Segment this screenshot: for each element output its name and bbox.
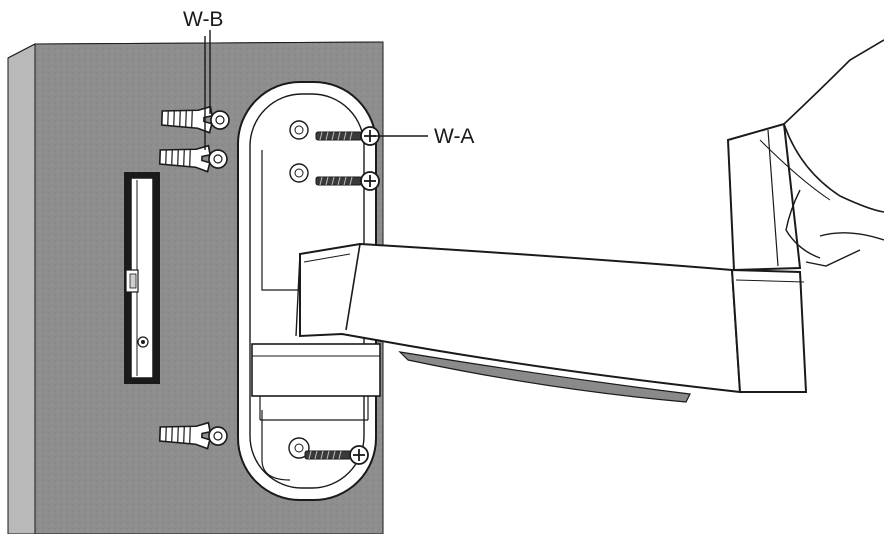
wall-rail (124, 172, 160, 384)
leader-line-wall-anchor (204, 30, 211, 150)
callout-wood-screw: W-A (434, 125, 474, 148)
device-head (726, 39, 884, 272)
plate-hole (288, 437, 310, 459)
mount-arm (295, 242, 808, 403)
callout-wall-anchor: W-B (183, 8, 223, 31)
wall-side-face (7, 43, 36, 534)
plate-hole (289, 163, 309, 183)
plate-hole (289, 120, 309, 140)
